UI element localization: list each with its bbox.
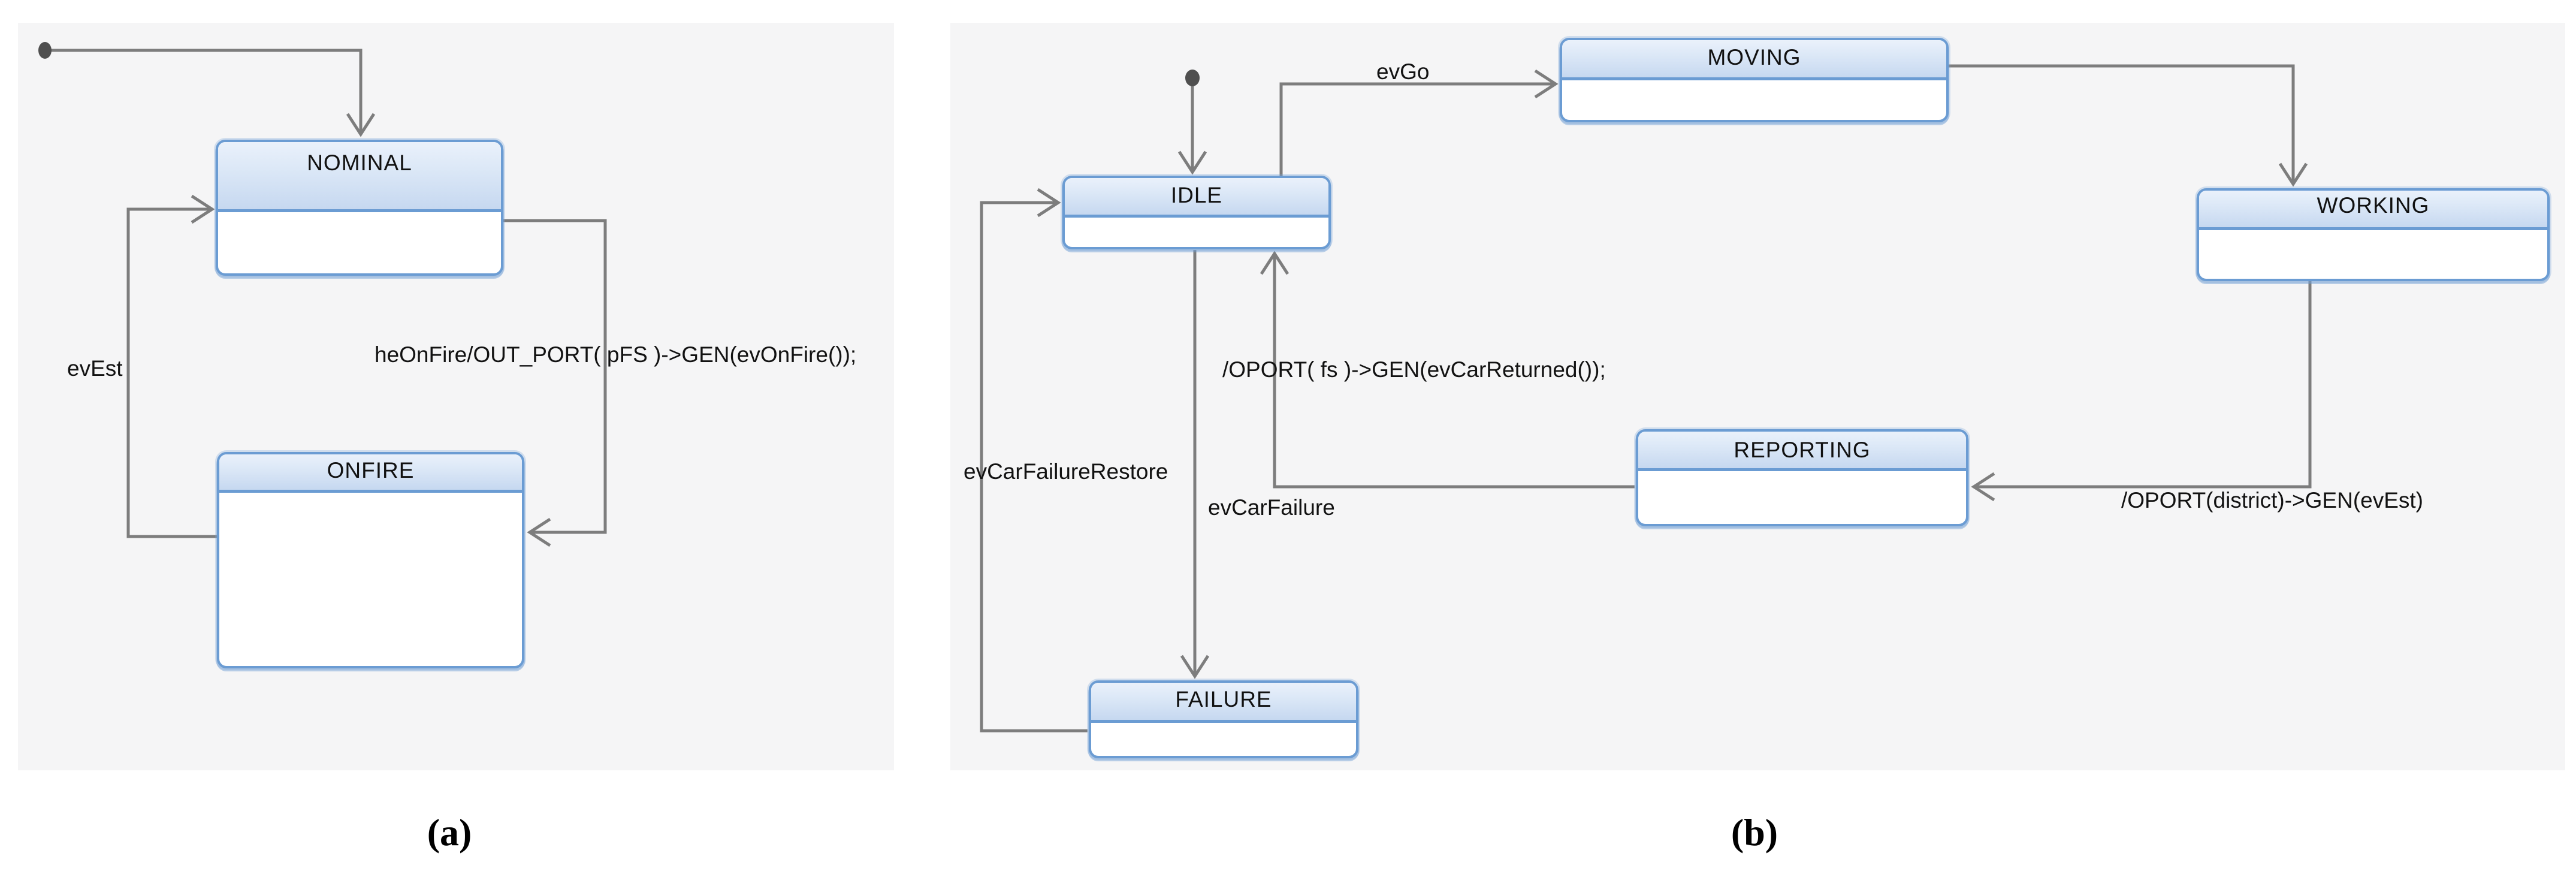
state-title: IDLE	[1170, 183, 1223, 207]
initial-state-icon	[38, 42, 52, 59]
state-title-band: MOVING	[1562, 40, 1946, 80]
state-title-band: NOMINAL	[218, 142, 501, 212]
panel-b-background	[950, 23, 2565, 770]
state-title: REPORTING	[1734, 438, 1871, 462]
state-nominal: NOMINAL	[216, 140, 503, 276]
state-title-band: ONFIRE	[219, 454, 522, 493]
state-title-band: FAILURE	[1091, 683, 1356, 723]
initial-state-icon	[1185, 70, 1200, 86]
state-title: WORKING	[2317, 193, 2430, 218]
transition-label-evgo: evGo	[1376, 59, 1430, 84]
transition-line-heonfire	[502, 219, 607, 547]
state-reporting: REPORTING	[1636, 429, 1968, 526]
panel-caption-a: (a)	[427, 811, 472, 854]
state-title: FAILURE	[1175, 687, 1272, 712]
state-title: MOVING	[1707, 45, 1801, 70]
state-title-band: WORKING	[2199, 191, 2547, 230]
state-onfire: ONFIRE	[217, 452, 524, 668]
transition-line-working-reporting	[1971, 281, 2312, 502]
state-idle: IDLE	[1062, 176, 1331, 249]
state-title: NOMINAL	[307, 150, 412, 175]
state-moving: MOVING	[1560, 38, 1949, 122]
transition-label-heonfire: heOnFire/OUT_PORT( pFS )->GEN(evOnFire()…	[375, 342, 857, 367]
transition-label-oport-fs: /OPORT( fs )->GEN(evCarReturned());	[1222, 357, 1606, 382]
transition-line-evest	[126, 194, 218, 538]
transition-label-oport-district: /OPORT(district)->GEN(evEst)	[2121, 488, 2423, 513]
state-failure: FAILURE	[1089, 680, 1358, 758]
state-title-band: IDLE	[1065, 178, 1328, 218]
initial-transition-line-a	[45, 49, 376, 137]
transition-line-reporting-idle	[1260, 251, 1635, 489]
transition-label-evcarfailure: evCarFailure	[1208, 495, 1335, 520]
panel-caption-b: (b)	[1731, 811, 1778, 854]
state-title: ONFIRE	[327, 458, 415, 483]
transition-label-evcarfailurerestore: evCarFailureRestore	[964, 459, 1168, 484]
transition-line-evcarfailurerestore	[980, 188, 1088, 733]
state-title-band: REPORTING	[1638, 432, 1966, 471]
transition-line-moving-working	[1947, 64, 2308, 187]
transition-label-evest: evEst	[67, 356, 123, 381]
state-working: WORKING	[2197, 188, 2550, 281]
transition-line-evgo	[1279, 69, 1559, 176]
